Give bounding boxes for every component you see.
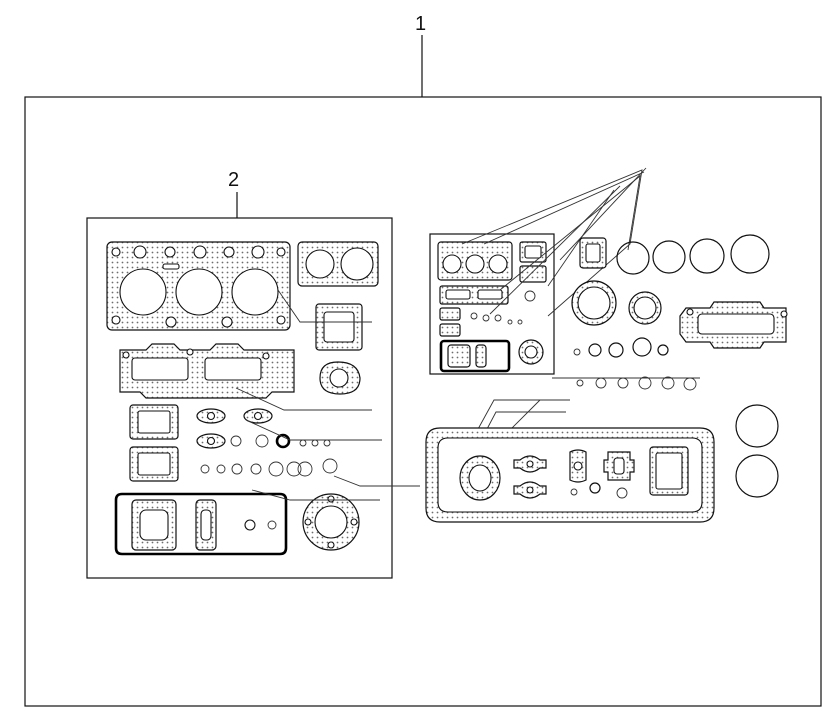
- large-oring-lower: [735, 454, 779, 498]
- square-gasket: [315, 303, 363, 351]
- seal-ring-large: [571, 280, 617, 326]
- small-ring: [617, 377, 629, 389]
- kit-assembly-group: 1: [24, 13, 822, 707]
- small-ring: [608, 342, 624, 358]
- manifold-gasket: [119, 343, 295, 399]
- small-ring: [657, 344, 669, 356]
- small-ring: [661, 376, 675, 390]
- oring-3: [689, 238, 725, 274]
- oil-pan-gasket: [425, 427, 715, 523]
- small-ring: [595, 377, 607, 389]
- inner-frame: [86, 217, 393, 579]
- cylinder-head-gasket: [106, 241, 291, 331]
- callout-1-label[interactable]: 1: [415, 13, 426, 35]
- small-ring: [632, 337, 652, 357]
- oring-2: [652, 240, 686, 274]
- oil-pan-inner-parts: [459, 446, 689, 501]
- cover-plate-gasket: [579, 237, 607, 269]
- flange-gasket: [319, 361, 361, 395]
- sub-kit-orings: [200, 433, 338, 477]
- sub-kit-leader-lines: [235, 289, 420, 501]
- inset-leader-lines: [461, 167, 700, 447]
- small-ring: [576, 379, 584, 387]
- long-port-gasket: [679, 301, 788, 349]
- oring-4: [730, 234, 770, 274]
- oval-flange-gaskets: [196, 408, 273, 449]
- inset-kit-picture: [429, 233, 555, 375]
- sub-kit-group: 2: [86, 169, 393, 579]
- small-ring: [588, 343, 602, 357]
- small-ring: [573, 348, 581, 356]
- small-ring: [638, 376, 652, 390]
- valve-cover-gasket: [114, 492, 288, 556]
- seal-ring-medium: [628, 291, 662, 325]
- small-square-gasket-top: [129, 404, 179, 440]
- small-ring: [683, 377, 697, 391]
- right-side-parts: [571, 234, 788, 498]
- small-square-gasket-bottom: [129, 446, 179, 482]
- round-flange-gasket: [302, 493, 360, 551]
- oring-1: [616, 241, 650, 275]
- outer-frame: [24, 96, 822, 707]
- large-oring-upper: [735, 404, 779, 448]
- twin-port-gasket: [297, 241, 379, 287]
- sub-kit-parts: [106, 241, 420, 556]
- callout-2-label[interactable]: 2: [228, 169, 239, 191]
